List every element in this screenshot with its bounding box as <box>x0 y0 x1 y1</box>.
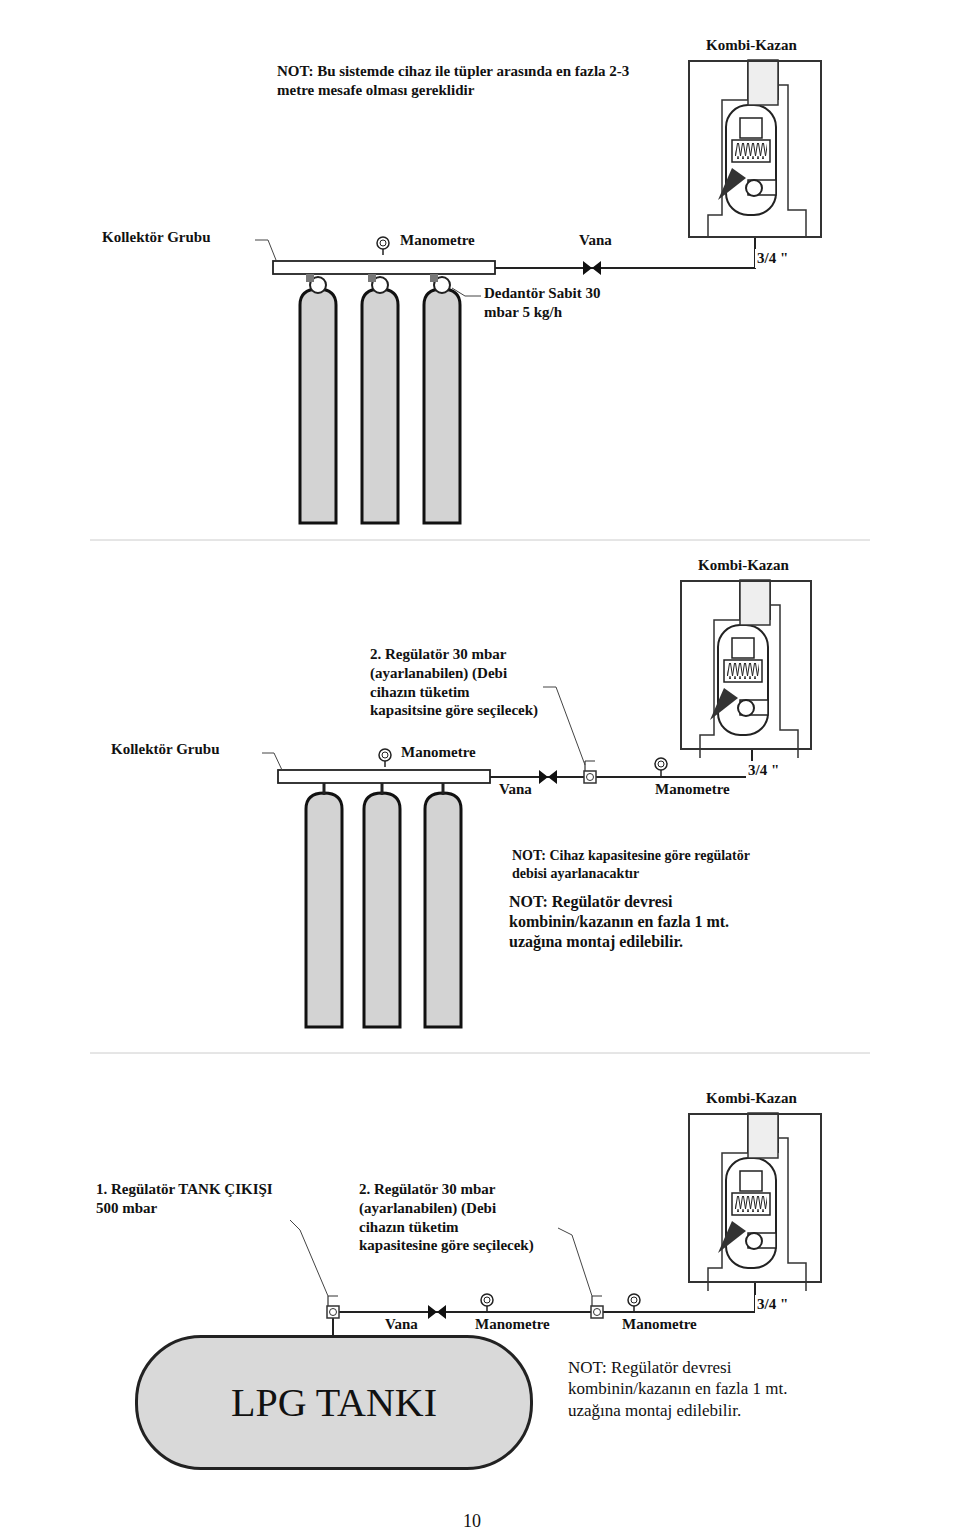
part-label: Manometre <box>473 1315 552 1334</box>
tank-label: LPG TANKI <box>231 1379 437 1426</box>
pipe-size: 3/4 " <box>755 249 790 268</box>
page-number: 10 <box>461 1510 483 1533</box>
boiler-box: Kombi-Kazan <box>688 60 822 238</box>
part-label: Kollektör Grubu <box>109 740 222 759</box>
lpg-tank: LPG TANKI <box>135 1335 533 1470</box>
part-label: Vana <box>577 231 614 250</box>
note: NOT: Cihaz kapasitesine göre regülatör d… <box>510 847 759 882</box>
part-label: Vana <box>383 1315 420 1334</box>
boiler-heading: Kombi-Kazan <box>704 1090 799 1107</box>
part-label: Dedantör Sabit 30 mbar 5 kg/h <box>482 284 626 322</box>
boiler-box: Kombi-Kazan <box>680 580 812 750</box>
part-label: Manometre <box>398 231 477 250</box>
part-label: 2. Regülatör 30 mbar (ayarlanabilen) (De… <box>368 645 542 720</box>
part-label: Kollektör Grubu <box>100 228 213 247</box>
part-label: 1. Regülatör TANK ÇIKIŞI 500 mbar <box>94 1180 288 1218</box>
boiler-box: Kombi-Kazan <box>688 1113 822 1283</box>
part-label: Manometre <box>653 780 732 799</box>
pipe-size: 3/4 " <box>755 1295 790 1314</box>
part-label: Vana <box>497 780 534 799</box>
note: NOT: Regülatör devresi kombinin/kazanın … <box>507 892 773 952</box>
part-label: Manometre <box>399 743 478 762</box>
pipe-size: 3/4 " <box>746 761 781 780</box>
note: NOT: Bu sistemde cihaz ile tüpler arasın… <box>275 62 639 100</box>
boiler-heading: Kombi-Kazan <box>696 557 791 574</box>
part-label: Manometre <box>620 1315 699 1334</box>
part-label: 2. Regülatör 30 mbar (ayarlanabilen) (De… <box>357 1180 541 1255</box>
gas-pipe <box>333 1283 755 1335</box>
boiler-heading: Kombi-Kazan <box>704 37 799 54</box>
note: NOT: Regülatör devresi kombinin/kazanın … <box>566 1357 840 1421</box>
